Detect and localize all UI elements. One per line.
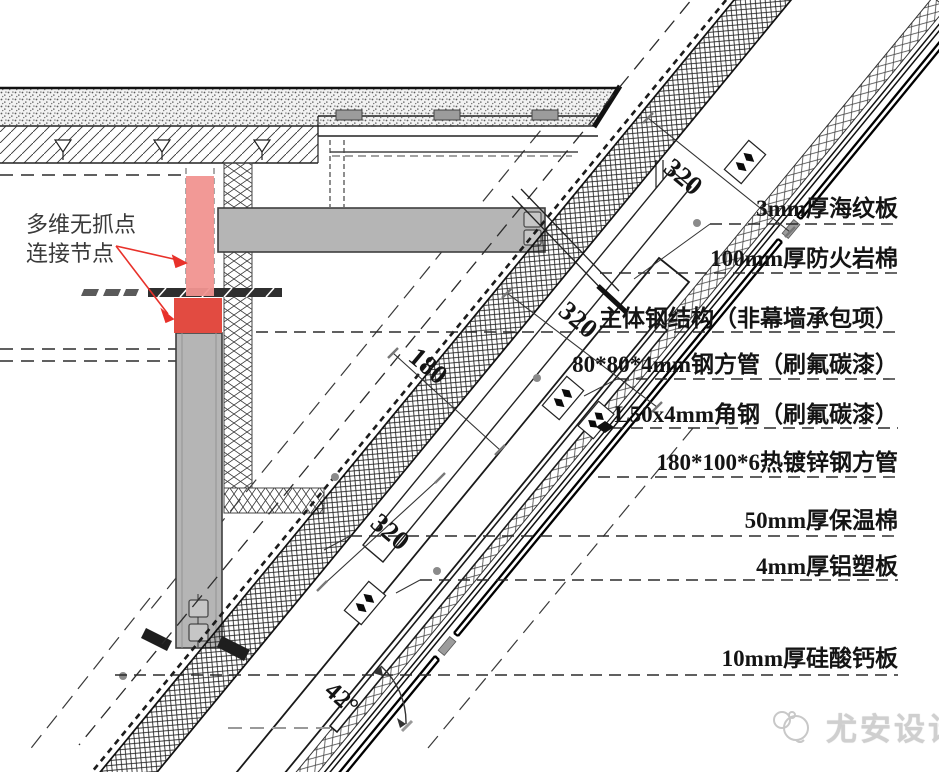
sea-pattern-plate xyxy=(338,40,939,772)
highlight-node-upper xyxy=(186,176,214,296)
slab-edge-closure xyxy=(591,84,623,129)
material-label-tube-80: 80*80*4mm钢方管（刷氟碳漆） xyxy=(572,352,898,377)
horizontal-insulation-band xyxy=(223,487,325,514)
structure-axis-line xyxy=(78,0,693,746)
tube-180x100 xyxy=(235,256,691,772)
watermark-text: 尤安设计 xyxy=(826,711,939,747)
sloped-assembly xyxy=(78,0,939,772)
annotation-line-2: 连接节点 xyxy=(26,241,115,266)
annotation-line-1: 多维无抓点 xyxy=(26,212,137,237)
rockwool-sandwich-band xyxy=(100,0,792,772)
watermark: 尤安设计 xyxy=(768,702,939,750)
tube-80x80 xyxy=(362,169,692,563)
material-label-insulation-50: 50mm厚保温棉 xyxy=(744,508,898,533)
horizontal-reference-lines xyxy=(0,174,186,362)
material-label-calcium-board: 10mm厚硅酸钙板 xyxy=(721,646,898,671)
dimension-lines xyxy=(316,112,796,592)
angle-arc xyxy=(228,665,414,733)
material-label-tube-180: 180*100*6热镀锌钢方管 xyxy=(656,450,899,475)
material-label-angle-l50: L50x4mm角钢（刷氟碳漆） xyxy=(614,402,898,427)
acp-4mm-line1 xyxy=(323,23,939,772)
connection-node-annotation: 多维无抓点 连接节点 xyxy=(26,210,136,268)
leader-diamond xyxy=(596,421,614,433)
connection-shelf xyxy=(81,287,282,298)
strut-angle-bracket xyxy=(596,284,628,314)
red-leader-arrows xyxy=(115,245,188,324)
material-label-acp-4mm: 4mm厚铝塑板 xyxy=(756,554,898,579)
material-label-main-steel: 主体钢结构（非幕墙承包项） xyxy=(599,306,898,331)
material-leader-ticks xyxy=(323,223,711,594)
steel-beam xyxy=(217,207,546,253)
material-leader-lines xyxy=(115,223,898,676)
bolted-bracket xyxy=(343,139,767,626)
flashing-strip xyxy=(317,109,671,207)
material-label-sea-pattern-plate: 3mm厚海纹板 xyxy=(756,196,898,221)
fastener-dots xyxy=(119,219,701,680)
highlight-node-lower xyxy=(174,298,222,333)
acp-4mm-line2 xyxy=(329,29,939,772)
watermark-logo-icon xyxy=(773,711,809,743)
plate-clip xyxy=(437,635,457,657)
material-label-rock-wool: 100mm厚防火岩棉 xyxy=(710,246,898,271)
